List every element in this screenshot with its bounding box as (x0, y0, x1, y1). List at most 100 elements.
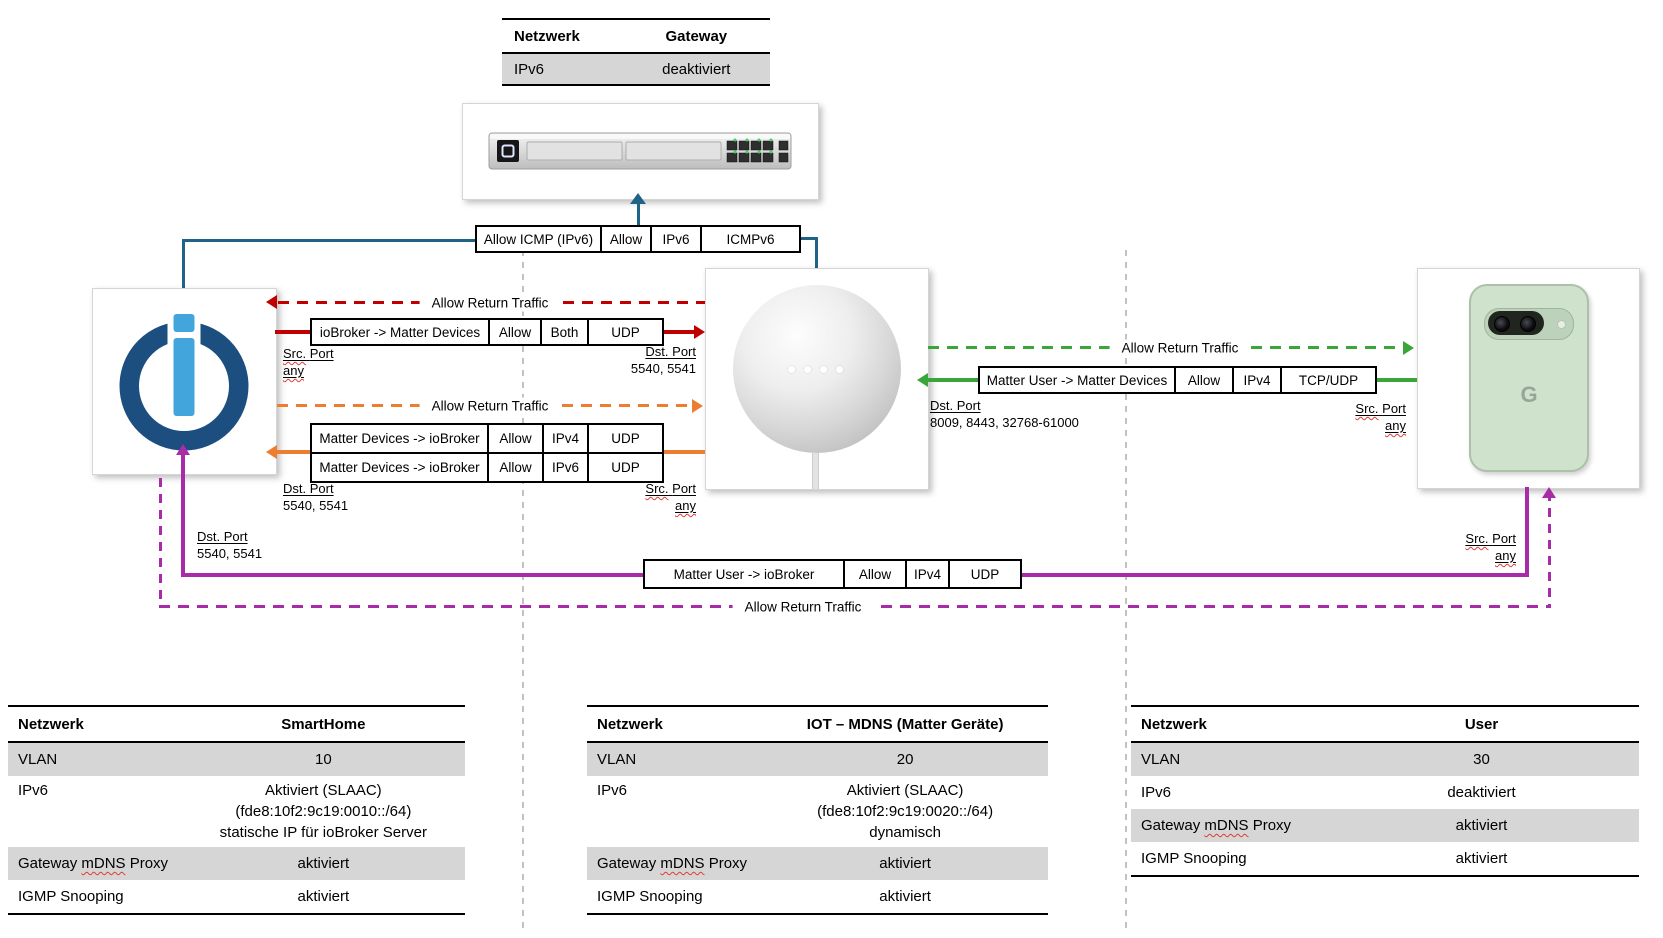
rule-cell-family: IPv6 (544, 454, 589, 481)
table-row-igmp: IGMP Snooping aktiviert (18, 888, 350, 905)
rule-cell-name: Matter User -> Matter Devices (980, 368, 1176, 392)
rule-cell-name: Matter User -> ioBroker (645, 561, 845, 587)
rule-user-to-matter: Matter User -> Matter Devices Allow IPv4… (978, 366, 1377, 394)
arrow-left-green-icon (917, 373, 928, 387)
rule-cell-family: IPv4 (907, 561, 950, 587)
red-src-port-label: Src. Port any (283, 346, 334, 378)
iobroker-device-box (92, 288, 277, 475)
rule-cell-family: Both (542, 320, 589, 344)
purple-solid-line-phone-down (1525, 487, 1529, 577)
rule-row-ipv6: Matter Devices -> ioBroker Allow IPv6 UD… (312, 454, 662, 481)
rule-cell-action: Allow (1176, 368, 1234, 392)
column-header: Netzwerk (18, 715, 84, 733)
column-header: IOT – MDNS (Matter Geräte) (806, 715, 1004, 733)
arrow-left-red-icon (266, 295, 277, 309)
rule-cell-protocol: UDP (589, 454, 662, 481)
rule-cell-protocol: ICMPv6 (702, 227, 799, 251)
green-return-label: Allow Return Traffic (1109, 339, 1251, 357)
rule-cell-family: IPv4 (1234, 368, 1282, 392)
purple-return-label: Allow Return Traffic (732, 598, 874, 616)
table-header-row: Netzwerk Gateway (502, 20, 770, 54)
rule-cell-protocol: UDP (950, 561, 1020, 587)
green-dst-port-label: Dst. Port 8009, 8443, 32768-61000 (930, 398, 1079, 430)
orange-dst-port-label: Dst. Port 5540, 5541 (283, 481, 349, 513)
column-header: Netzwerk (597, 715, 663, 733)
vlan-separator-left (522, 250, 524, 932)
rule-allow-icmp: Allow ICMP (IPv6) Allow IPv6 ICMPv6 (475, 225, 801, 253)
rule-cell-action: Allow (489, 425, 544, 452)
nest-mini-image (733, 285, 901, 453)
blue-line-to-nest (815, 237, 818, 268)
table-row-vlan: VLAN 30 (1131, 743, 1639, 776)
gateway-device-box (462, 103, 819, 200)
iobroker-logo-icon (119, 308, 249, 451)
rule-cell-name: ioBroker -> Matter Devices (312, 320, 490, 344)
arrow-left-orange-icon (266, 445, 277, 459)
rule-cell-action: Allow (602, 227, 652, 251)
table-row-mdns: Gateway mDNS Proxy aktiviert (587, 847, 1048, 880)
purple-src-port-label: Src. Port any (1465, 531, 1516, 563)
nest-led-dots (788, 366, 843, 373)
blue-line-horizontal (182, 239, 475, 242)
network-table-user: Netzwerk User VLAN 30 IPv6 deaktiviert G… (1131, 705, 1639, 877)
red-return-label: Allow Return Traffic (419, 294, 561, 312)
rule-row-ipv4: Matter Devices -> ioBroker Allow IPv4 UD… (312, 425, 662, 454)
rule-cell-protocol: TCP/UDP (1282, 368, 1375, 392)
phone-camera-bar (1484, 308, 1574, 340)
table-row-ipv6: IPv6 Aktiviert (SLAAC) (fde8:10f2:9c19:0… (597, 782, 994, 841)
column-header: Netzwerk (1141, 715, 1207, 733)
row-label: IPv6 (514, 60, 545, 78)
arrow-up-purple-dashed-icon (1542, 487, 1556, 498)
column-header: User (1464, 715, 1499, 733)
green-src-port-label: Src. Port any (1355, 401, 1406, 433)
gateway-ipv6-table: Netzwerk Gateway IPv6 deaktiviert (502, 18, 770, 86)
table-row-mdns: Gateway mDNS Proxy aktiviert (1131, 809, 1639, 842)
rule-iobroker-to-matter: ioBroker -> Matter Devices Allow Both UD… (310, 318, 664, 346)
column-header: Gateway (665, 27, 728, 45)
purple-return-dashed-left (159, 478, 162, 607)
rule-cell-protocol: UDP (589, 425, 662, 452)
nest-mini-device-box (705, 268, 929, 490)
purple-dst-port-label: Dst. Port 5540, 5541 (197, 529, 263, 561)
rule-cell-name: Allow ICMP (IPv6) (477, 227, 602, 251)
table-row: IPv6 deaktiviert (502, 54, 770, 84)
table-row-ipv6: IPv6 Aktiviert (SLAAC) (fde8:10f2:9c19:0… (18, 782, 427, 841)
table-row-igmp: IGMP Snooping aktiviert (1141, 850, 1508, 867)
rule-cell-family: IPv6 (652, 227, 702, 251)
rule-cell-action: Allow (845, 561, 907, 587)
column-header: Netzwerk (514, 27, 580, 45)
nest-cable (812, 453, 819, 489)
arrow-up-purple-icon (176, 444, 190, 455)
rule-cell-name: Matter Devices -> ioBroker (312, 454, 489, 481)
pixel-phone-image: G (1469, 284, 1589, 472)
table-row-mdns: Gateway mDNS Proxy aktiviert (8, 847, 465, 880)
purple-return-dashed-right (1548, 492, 1551, 607)
table-header-row: Netzwerk User (1131, 707, 1639, 743)
blue-line-right (797, 237, 818, 240)
red-dst-port-label: Dst. Port 5540, 5541 (630, 344, 696, 376)
rule-cell-action: Allow (489, 454, 544, 481)
google-logo: G (1520, 382, 1538, 407)
table-header-row: Netzwerk SmartHome (8, 707, 465, 743)
blue-line-to-router (637, 203, 640, 225)
arrow-right-orange-icon (692, 399, 703, 413)
rule-user-to-iobroker: Matter User -> ioBroker Allow IPv4 UDP (643, 559, 1022, 589)
router-image (488, 132, 792, 170)
arrow-right-red-icon (694, 325, 705, 339)
row-value: deaktiviert (662, 60, 731, 78)
rule-cell-name: Matter Devices -> ioBroker (312, 425, 489, 452)
phone-sensor-icon (1557, 320, 1566, 329)
arrow-up-router-icon (630, 193, 646, 204)
network-table-smarthome: Netzwerk SmartHome VLAN 10 IPv6 Aktivier… (8, 705, 465, 915)
rule-cell-action: Allow (490, 320, 542, 344)
vlan-separator-right (1125, 250, 1127, 932)
rule-cell-family: IPv4 (544, 425, 589, 452)
table-row-vlan: VLAN 20 (587, 743, 1048, 776)
arrow-right-green-icon (1403, 341, 1414, 355)
table-row-ipv6: IPv6 deaktiviert (1141, 784, 1516, 801)
table-header-row: Netzwerk IOT – MDNS (Matter Geräte) (587, 707, 1048, 743)
table-row-igmp: IGMP Snooping aktiviert (597, 888, 931, 905)
network-table-iot-mdns: Netzwerk IOT – MDNS (Matter Geräte) VLAN… (587, 705, 1048, 915)
table-row-vlan: VLAN 10 (8, 743, 465, 776)
